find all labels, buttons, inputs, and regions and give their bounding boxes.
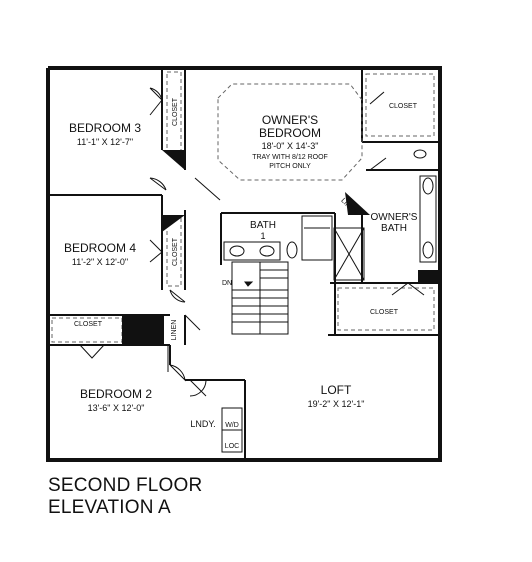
room-name-bedroom2: BEDROOM 2: [80, 387, 152, 401]
room-name-owners-bath-line1: OWNER'S: [371, 212, 418, 223]
room-name-owners-bedroom-line2: BEDROOM: [259, 126, 321, 140]
closet-label-owners-bedroom: CLOSET: [389, 103, 418, 110]
room-name-bedroom4: BEDROOM 4: [64, 241, 136, 255]
room-name-laundry: LNDY.: [190, 419, 215, 429]
room-note-owners-bedroom-1: TRAY WITH 8/12 ROOF: [252, 154, 328, 161]
closet-label-owners-bath: CLOSET: [370, 309, 399, 316]
room-dims-loft: 19'-2" X 12'-1": [308, 399, 365, 409]
stairs: [231, 261, 289, 335]
washer-dryer-label: W/D: [225, 422, 239, 429]
room-dims-bedroom4: 11'-2" X 12'-0": [72, 257, 128, 267]
closet-label-bedroom3: CLOSET: [172, 97, 179, 126]
floor-plan: BEDROOM 3 11'-1" X 12'-7" OWNER'S BEDROO…: [46, 66, 442, 462]
room-dims-bedroom3: 11'-1" X 12'-7": [77, 137, 133, 147]
linen-label-hall: LINEN: [171, 320, 178, 341]
caption-line-1: SECOND FLOOR: [48, 475, 203, 496]
solid-fills: [122, 150, 440, 345]
location-label: LOC: [225, 443, 239, 450]
room-name-bath1-line1: BATH: [250, 220, 276, 231]
closet-label-bedroom4: CLOSET: [172, 237, 179, 266]
stair-down-label: DN: [222, 280, 232, 287]
exterior-walls: [46, 66, 442, 462]
closet-outlines: [51, 71, 435, 343]
room-dims-bedroom2: 13'-6" X 12'-0": [88, 403, 145, 413]
door-swings: [79, 87, 425, 397]
fixtures: [221, 149, 437, 453]
room-note-owners-bedroom-2: PITCH ONLY: [269, 163, 311, 170]
caption-line-2: ELEVATION A: [48, 497, 171, 518]
room-name-bath1-line2: 1: [260, 231, 265, 241]
room-name-loft: LOFT: [321, 383, 352, 397]
room-name-bedroom3: BEDROOM 3: [69, 121, 141, 135]
room-dims-owners-bedroom: 18'-0" X 14'-3": [262, 141, 319, 151]
room-name-owners-bath-line2: BATH: [381, 223, 407, 234]
closet-label-bedroom2: CLOSET: [74, 321, 103, 328]
room-name-owners-bedroom-line1: OWNER'S: [262, 113, 318, 127]
room-labels: BEDROOM 3 11'-1" X 12'-7" OWNER'S BEDROO…: [64, 113, 418, 429]
